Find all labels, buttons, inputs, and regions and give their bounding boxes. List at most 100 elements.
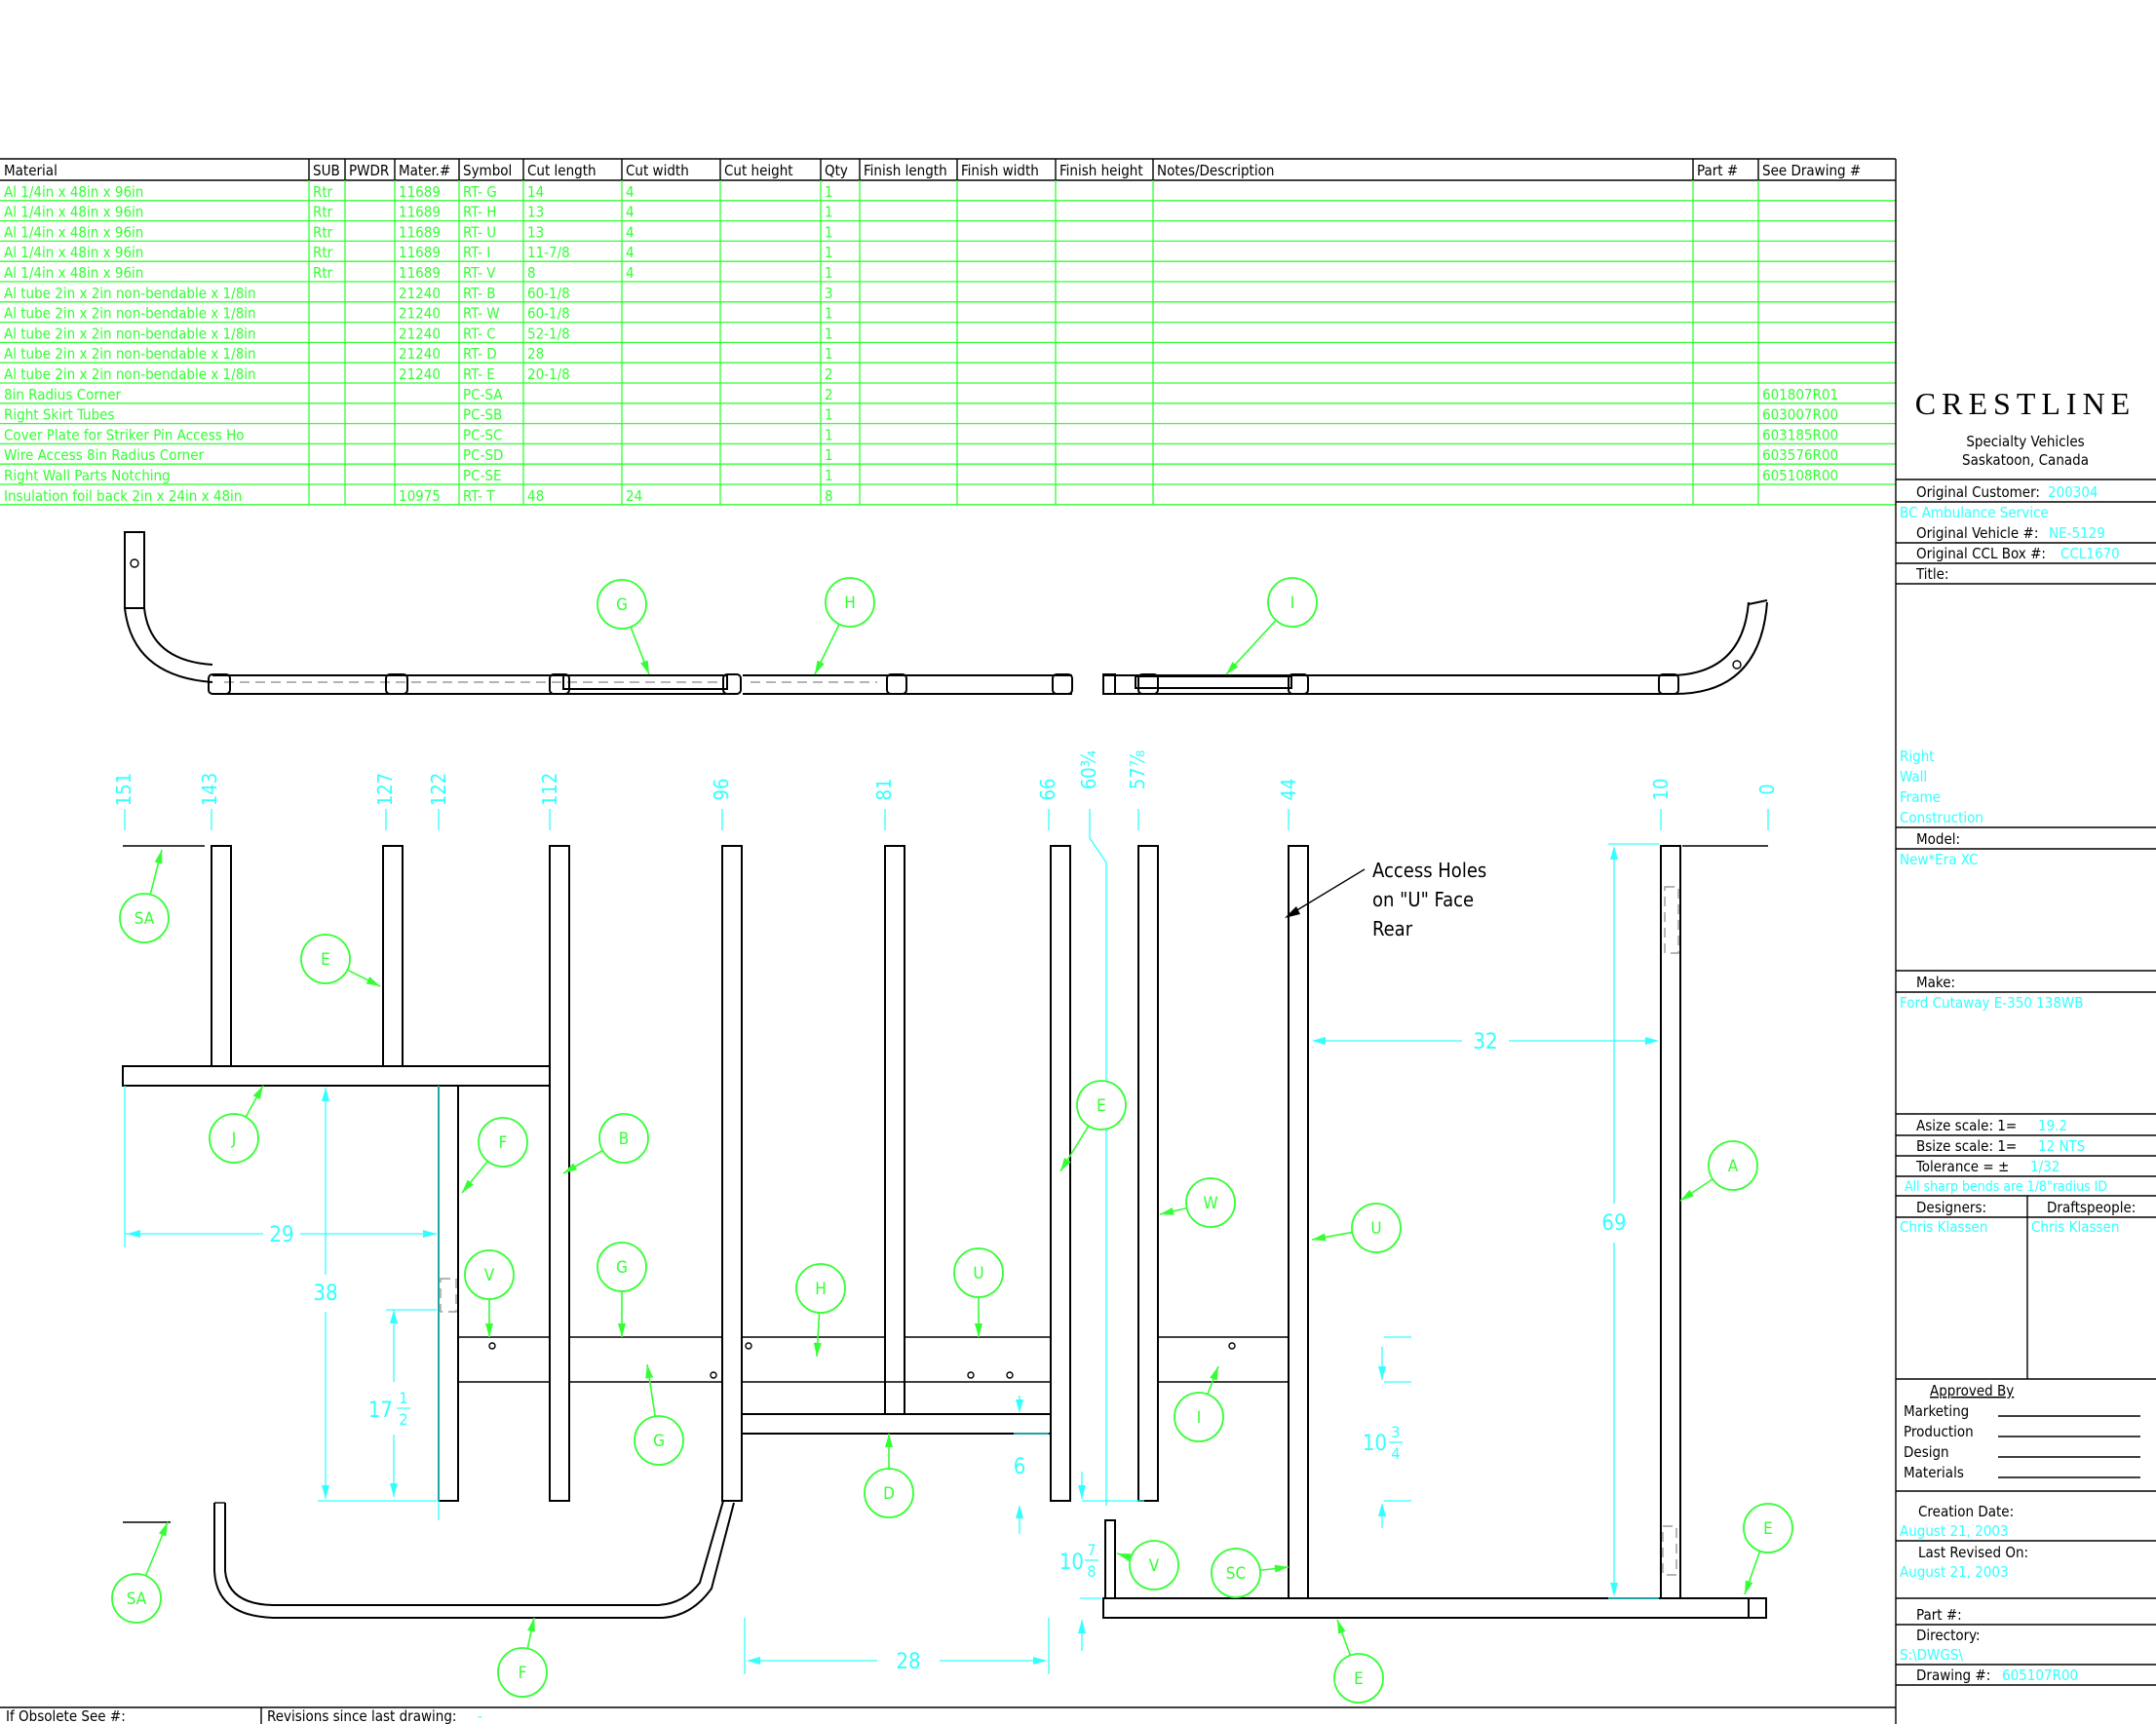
bom-cell: RT- I (463, 244, 490, 261)
callout-arrowhead (485, 1323, 493, 1337)
bom-cell: 11689 (399, 204, 441, 221)
bom-cell: 2 (825, 365, 833, 383)
bom-cell: 28 (527, 345, 544, 363)
callout-label: E (1097, 1096, 1106, 1116)
dimension-10-three-quarter-numerator: 3 (1391, 1423, 1400, 1441)
callout-label: F (499, 1133, 508, 1153)
bom-cell: 1 (825, 325, 833, 342)
bom-cell: 60-1/8 (527, 305, 570, 323)
callout-label: I (1197, 1408, 1202, 1428)
bom-column-header: Part # (1697, 162, 1738, 179)
note-line-2: on "U" Face (1372, 888, 1474, 911)
position-label: 60¾ (1077, 750, 1100, 789)
bom-cell: Al 1/4in x 48in x 96in (4, 204, 143, 221)
callout-bubble: E (1059, 1080, 1127, 1172)
callout-bubble: V (464, 1249, 515, 1337)
callout-arrowhead (1117, 1553, 1132, 1562)
callout-circle (597, 579, 647, 630)
callout-label: G (616, 1258, 628, 1278)
bom-column-header: PWDR (349, 162, 389, 179)
callout-label: H (815, 1280, 827, 1299)
callout-bubble: W (1159, 1177, 1236, 1228)
approval-marketing: Marketing (1904, 1402, 1969, 1420)
callout-circle (464, 1249, 515, 1300)
bom-cell: 1 (825, 183, 833, 201)
bom-cell: 4 (626, 223, 635, 241)
callout-label: SA (135, 909, 155, 929)
title-line-1: Right (1900, 747, 1935, 765)
position-label: 66 (1036, 779, 1059, 801)
bom-column-header: Material (4, 162, 58, 179)
bom-cell: 13 (527, 223, 544, 241)
bom-cell: 11689 (399, 183, 441, 201)
bom-cell: Al tube 2in x 2in non-bendable x 1/8in (4, 305, 256, 323)
position-label: 143 (198, 773, 221, 806)
top-view-left-post (124, 531, 145, 609)
dimension-69: 69 (1601, 1211, 1626, 1236)
bottom-skirt (123, 1500, 735, 1619)
dimension-29: 29 (269, 1223, 293, 1247)
title-line-4: Construction (1900, 809, 1983, 826)
bom-cell: Right Wall Parts Notching (4, 467, 171, 484)
callout-bubble: H (814, 577, 875, 675)
bom-column-header: Cut length (527, 162, 597, 179)
callout-label: SA (127, 1590, 147, 1609)
bom-column-header: See Drawing # (1762, 162, 1861, 179)
bom-cell: 21240 (399, 305, 441, 323)
bom-cell: 11689 (399, 244, 441, 261)
directory-label: Directory: (1916, 1627, 1981, 1644)
bom-cell: Rtr (313, 264, 333, 282)
callout-bubble: F (461, 1117, 528, 1194)
bom-cell: Rtr (313, 223, 333, 241)
callout-bubble: G (597, 1242, 647, 1337)
bom-cell: 4 (626, 264, 635, 282)
callout-arrowhead (1745, 1580, 1753, 1594)
callout-circle (864, 1468, 914, 1518)
bom-cell: RT- V (463, 264, 496, 282)
callout-circle (1174, 1392, 1224, 1442)
callout-bubble: E (1743, 1503, 1793, 1595)
callout-label: J (231, 1130, 237, 1149)
bom-cell: 1 (825, 467, 833, 484)
callout-label: SC (1226, 1564, 1246, 1584)
callout-label: A (1728, 1157, 1739, 1176)
callout-circle (1129, 1540, 1179, 1590)
callout-arrowhead (1274, 1564, 1289, 1573)
position-label: 127 (373, 773, 397, 806)
top-view (124, 531, 1768, 695)
asize-label: Asize scale: 1= (1916, 1117, 2017, 1134)
callout-bubble: SC (1211, 1548, 1290, 1598)
bom-cell: 21240 (399, 325, 441, 342)
bom-cell: 24 (626, 487, 642, 505)
position-label: 57⅞ (1126, 750, 1149, 789)
footer-bar: If Obsolete See #: Revisions since last … (0, 1706, 1896, 1724)
bom-cell: 14 (527, 183, 544, 201)
callout-circle (478, 1117, 528, 1168)
bom-cell: Rtr (313, 204, 333, 221)
bom-cell: 4 (626, 183, 635, 201)
callout-arrowhead (1337, 1620, 1346, 1634)
bom-cell: 8in Radius Corner (4, 386, 121, 403)
dimension-38: 38 (313, 1282, 337, 1306)
make-value: Ford Cutaway E-350 138WB (1900, 994, 2084, 1012)
callout-arrowhead (252, 1086, 263, 1100)
position-label: 96 (710, 779, 733, 801)
callout-arrowhead (1312, 1233, 1327, 1242)
access-holes-note: Access Holes on "U" Face Rear (1285, 859, 1486, 940)
callout-arrowhead (527, 1618, 535, 1632)
approved-by-label: Approved By (1930, 1382, 2014, 1399)
dimension-10-seven-eighths-numerator: 7 (1087, 1541, 1096, 1559)
bom-cell: 21240 (399, 345, 441, 363)
callout-arrowhead (1680, 1189, 1694, 1201)
callout-arrowhead (885, 1434, 893, 1447)
bom-cell: RT- C (463, 325, 496, 342)
bom-column-header: Finish length (864, 162, 947, 179)
bom-cell: 1 (825, 406, 833, 424)
title-label: Title: (1915, 565, 1948, 583)
bom-column-header: Symbol (463, 162, 512, 179)
callout-circle (1185, 1177, 1236, 1228)
callout-bubble: F (497, 1617, 548, 1698)
bom-cell: 11-7/8 (527, 244, 570, 261)
callout-circle (825, 577, 875, 628)
dimensions: 32 29 38 69 (124, 843, 1659, 1674)
